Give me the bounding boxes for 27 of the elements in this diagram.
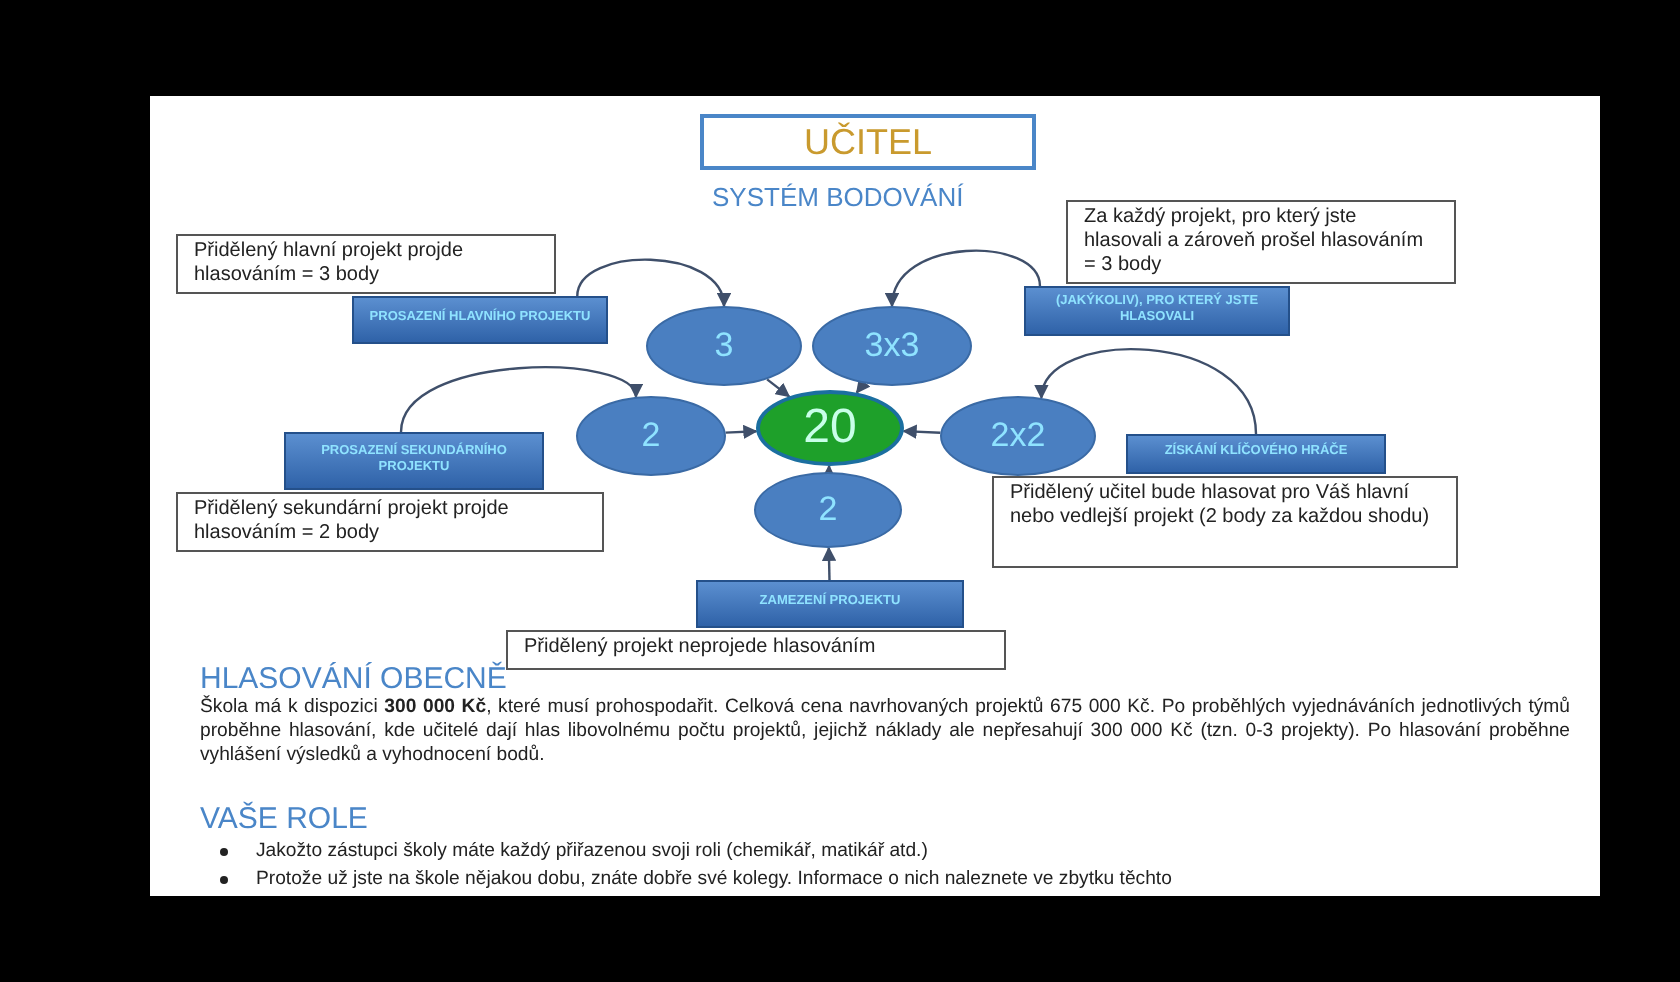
arrow [1037,348,1258,435]
section-heading: VAŠE ROLE [200,802,368,836]
score-ellipse: 3x3 [812,306,972,386]
arrow [902,424,941,439]
arrow [887,249,1042,308]
score-ellipse: 2 [754,472,902,548]
title: UČITEL [700,114,1036,170]
arrow [399,366,638,433]
callout-box: Přidělený hlavní projekt projde hlasováním = 3 body [176,234,556,294]
arrow [725,424,758,440]
subtitle: SYSTÉM BODOVÁNÍ [712,182,964,212]
callout-box: Přidělený projekt neprojede hlasováním [506,630,1006,670]
arrow [766,378,791,398]
arrow [821,546,837,581]
arrow [576,258,729,308]
score-ellipse: 3 [646,306,802,386]
bullet-item: Jakožto zástupci školy máte každý přiřazenou svoji roli (chemikář, matikář atd.) [256,840,928,864]
paragraph: Škola má k dispozici 300 000 Kč, které musí prohospodařit. Celková cena navrhovaných projektů 675 000 Kč. Po proběhlých vyjednáváních jednotlivých týmů proběhne hlasování, kde učitelé dají hlas libovolnému počtu projektů, jejichž náklady ale nepřesahují 300 000 Kč (tzn. 0-3 projekty). Po hlasování proběhne vyhlášení výsledků a vyhodnocení bodů. [200,696,1570,768]
callout-box: Za každý projekt, pro který jste hlasovali a zároveň prošel hlasováním = 3 body [1066,200,1456,284]
score-ellipse: 2x2 [940,396,1096,476]
arrow [855,377,871,394]
callout-box: Přidělený sekundární projekt projde hlasováním = 2 body [176,492,604,552]
total-ellipse: 20 [756,390,904,466]
section-heading: HLASOVÁNÍ OBECNĚ [200,662,507,696]
callout-box: Přidělený učitel bude hlasovat pro Váš hlavní nebo vedlejší projekt (2 body za každou shodu) [992,476,1458,568]
score-ellipse: 2 [576,396,726,476]
bullet-item: Protože už jste na škole nějakou dobu, znáte dobře své kolegy. Informace o nich naleznete ve zbytku těchto [256,868,1172,892]
